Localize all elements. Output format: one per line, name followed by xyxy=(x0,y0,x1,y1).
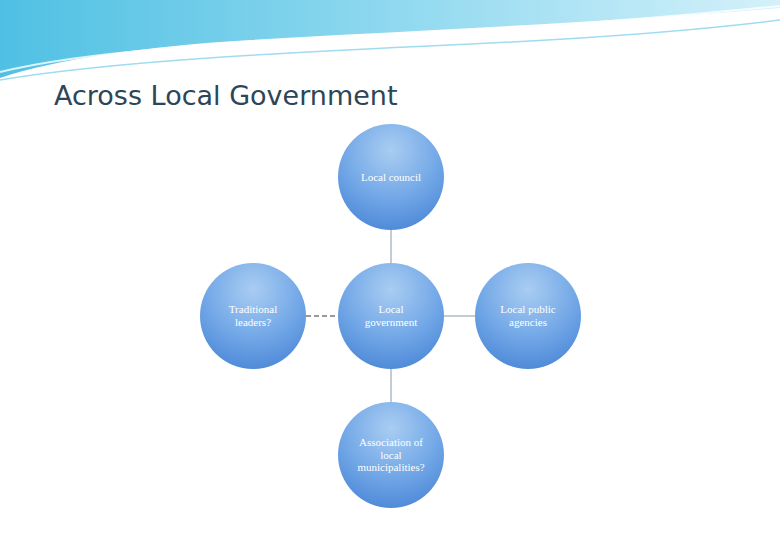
header-banner xyxy=(0,0,780,90)
node-label: Traditional leaders? xyxy=(215,303,291,328)
connector-line xyxy=(391,230,392,263)
node-content: Association of local municipalities? xyxy=(338,402,444,508)
node-label: Local government xyxy=(353,303,429,328)
connector-line xyxy=(306,316,338,317)
circle-fill xyxy=(338,124,444,230)
circle-fill xyxy=(200,263,306,369)
banner-band xyxy=(0,0,780,78)
node-content: Local council xyxy=(338,124,444,230)
connector-line xyxy=(444,316,475,317)
circle-node: Local government xyxy=(338,263,444,369)
circle-fill xyxy=(475,263,581,369)
node-content: Traditional leaders? xyxy=(200,263,306,369)
circle-node: Local public agencies xyxy=(475,263,581,369)
connector-line xyxy=(391,369,392,402)
node-label: Local public agencies xyxy=(490,303,566,328)
slide-title: Across Local Government xyxy=(54,80,398,111)
circle-node: Association of local municipalities? xyxy=(338,402,444,508)
circle-fill xyxy=(338,402,444,508)
circle-node: Traditional leaders? xyxy=(200,263,306,369)
node-content: Local government xyxy=(338,263,444,369)
banner-curve xyxy=(0,6,780,72)
node-content: Local public agencies xyxy=(475,263,581,369)
circle-fill xyxy=(338,263,444,369)
node-label: Association of local municipalities? xyxy=(353,436,429,474)
circle-node: Local council xyxy=(338,124,444,230)
banner-curve xyxy=(0,20,780,80)
node-label: Local council xyxy=(361,171,421,184)
